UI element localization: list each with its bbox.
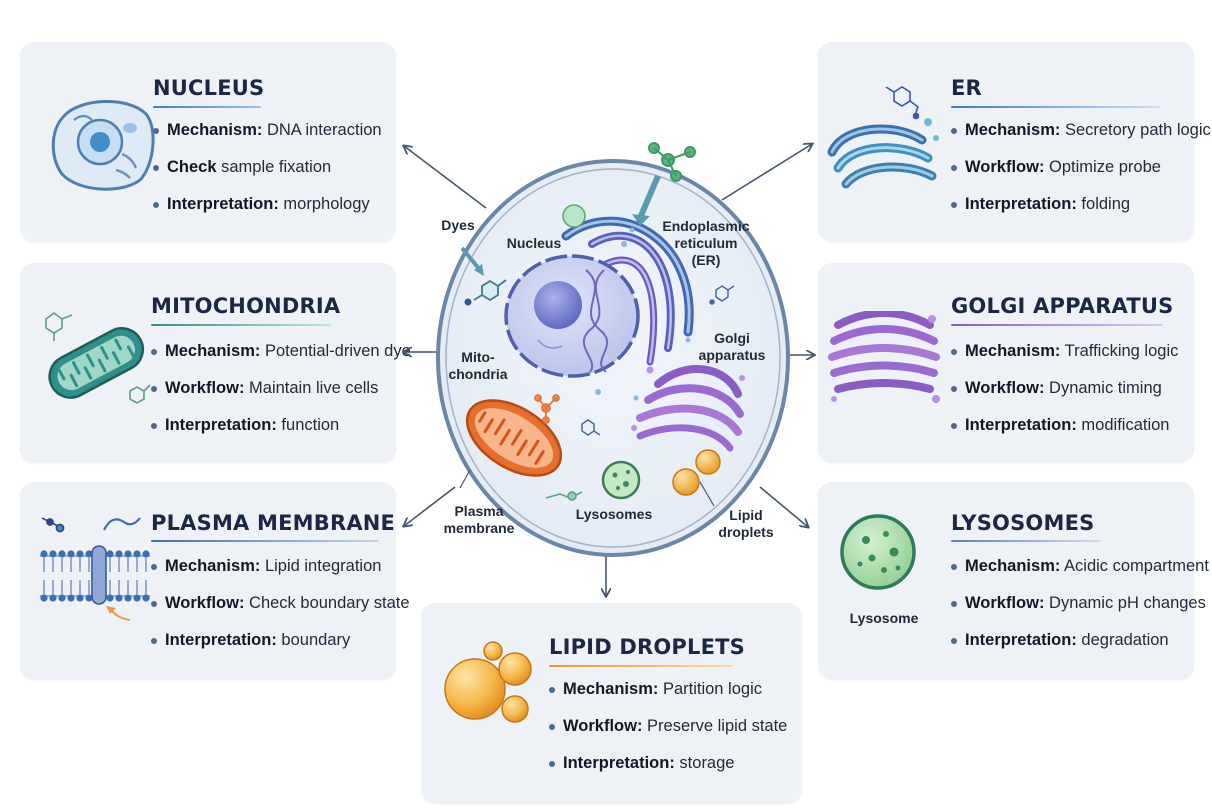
nucleus-list: Mechanism: DNA interaction Check sample … [153, 112, 382, 223]
lysosomes-card: Lysosome LYSOSOMES Mechanism: Acidic com… [818, 482, 1209, 680]
lysosomes-title: LYSOSOMES [951, 511, 1095, 535]
plasma-membrane-underline [151, 540, 379, 542]
lipid-droplets-card: LIPID DROPLETS Mechanism: Partition logi… [421, 603, 802, 804]
er-item: Workflow: Optimize probe [951, 149, 1211, 186]
lipid-droplets-item: Interpretation: storage [549, 745, 787, 782]
membrane-icon [40, 517, 150, 621]
mitochondria-card: MITOCHONDRIA Mechanism: Potential-driven… [20, 263, 411, 463]
dye-arrow [460, 246, 482, 272]
label-lysosomes: Lysosomes [575, 506, 653, 522]
nucleus-title: NUCLEUS [153, 76, 265, 100]
mitochondria-item: Mechanism: Potential-driven dye [151, 333, 411, 370]
plasma-membrane-list: Mechanism: Lipid integration Workflow: C… [151, 548, 410, 659]
lysosome-icon [840, 514, 916, 590]
nucleus-card: NUCLEUS Mechanism: DNA interaction Check… [20, 42, 396, 242]
er-item: Interpretation: folding [951, 186, 1211, 223]
er-underline [951, 106, 1161, 108]
arrow-to-er [721, 144, 812, 201]
mitochondria-item: Interpretation: function [151, 407, 411, 444]
cell-lipid-droplet [672, 468, 700, 496]
dye-molecule-icon [545, 491, 583, 501]
nucleus-item: Interpretation: morphology [153, 186, 382, 223]
lipid-droplets-list: Mechanism: Partition logic Workflow: Pre… [549, 671, 787, 782]
golgi-item: Mechanism: Trafficking logic [951, 333, 1178, 370]
dye-molecule-icon [464, 279, 507, 306]
golgi-item: Interpretation: modification [951, 407, 1178, 444]
nucleus-item: Mechanism: DNA interaction [153, 112, 382, 149]
er-list: Mechanism: Secretory path logic Workflow… [951, 112, 1211, 223]
mitochondria-item: Workflow: Maintain live cells [151, 370, 411, 407]
lysosomes-list: Mechanism: Acidic compartment Workflow: … [951, 548, 1209, 659]
lipid-droplets-item: Mechanism: Partition logic [549, 671, 787, 708]
lysosomes-item: Mechanism: Acidic compartment [951, 548, 1209, 585]
mitochondria-underline [151, 324, 331, 326]
er-item: Mechanism: Secretory path logic [951, 112, 1211, 149]
lipid-droplets-underline [549, 665, 733, 667]
plasma-membrane-title: PLASMA MEMBRANE [151, 511, 396, 535]
golgi-item: Workflow: Dynamic timing [951, 370, 1178, 407]
cell-er [561, 216, 694, 366]
golgi-card: GOLGI APPARATUS Mechanism: Trafficking l… [818, 263, 1194, 463]
cell-nucleolus [534, 281, 582, 329]
lysosome-icon-label: Lysosome [849, 610, 919, 626]
label-nucleus: Nucleus [506, 235, 562, 251]
lipid-droplets-icon [444, 641, 532, 723]
er-card: ER Mechanism: Secretory path logic Workf… [818, 42, 1211, 242]
cell-lipid-droplet [695, 449, 721, 475]
cell-lysosome [601, 460, 641, 500]
dye-molecule-icon [709, 285, 735, 305]
nucleus-underline [153, 106, 261, 108]
cell-golgi [631, 365, 745, 452]
lysosomes-item: Workflow: Dynamic pH changes [951, 585, 1209, 622]
label-mitochondria: Mito-chondria [448, 349, 508, 382]
cell-icon [51, 100, 155, 191]
plasma-membrane-item: Workflow: Check boundary state [151, 585, 410, 622]
lysosomes-item: Interpretation: degradation [951, 622, 1209, 659]
lysosomes-underline [951, 540, 1101, 542]
er-title: ER [951, 76, 982, 100]
plasma-membrane-item: Mechanism: Lipid integration [151, 548, 410, 585]
plasma-membrane-item: Interpretation: boundary [151, 622, 410, 659]
nucleus-item: Check sample fixation [153, 149, 382, 186]
dye-arrow [637, 174, 661, 220]
arrow-to-lysosomes [759, 486, 808, 527]
dye-molecule-icon [534, 394, 560, 424]
label-dyes: Dyes [441, 217, 475, 233]
lipid-droplets-item: Workflow: Preserve lipid state [549, 708, 787, 745]
mitochondria-list: Mechanism: Potential-driven dye Workflow… [151, 333, 411, 444]
golgi-list: Mechanism: Trafficking logic Workflow: D… [951, 333, 1178, 444]
golgi-title: GOLGI APPARATUS [951, 294, 1174, 318]
mitochondrion-icon [45, 312, 151, 404]
arrow-to-plasma-membrane [404, 486, 456, 526]
golgi-icon [828, 311, 940, 403]
cell-mitochondrion [465, 399, 563, 477]
dna-icon [582, 269, 608, 373]
er-icon [827, 86, 939, 189]
plasma-membrane-card: PLASMA MEMBRANE Mechanism: Lipid integra… [20, 482, 410, 680]
dye-molecule-icon [648, 142, 696, 182]
lipid-droplets-title: LIPID DROPLETS [549, 635, 745, 659]
arrow-to-nucleus [404, 146, 487, 209]
golgi-underline [951, 324, 1163, 326]
mitochondria-title: MITOCHONDRIA [151, 294, 341, 318]
dye-molecule-icon [581, 419, 601, 436]
